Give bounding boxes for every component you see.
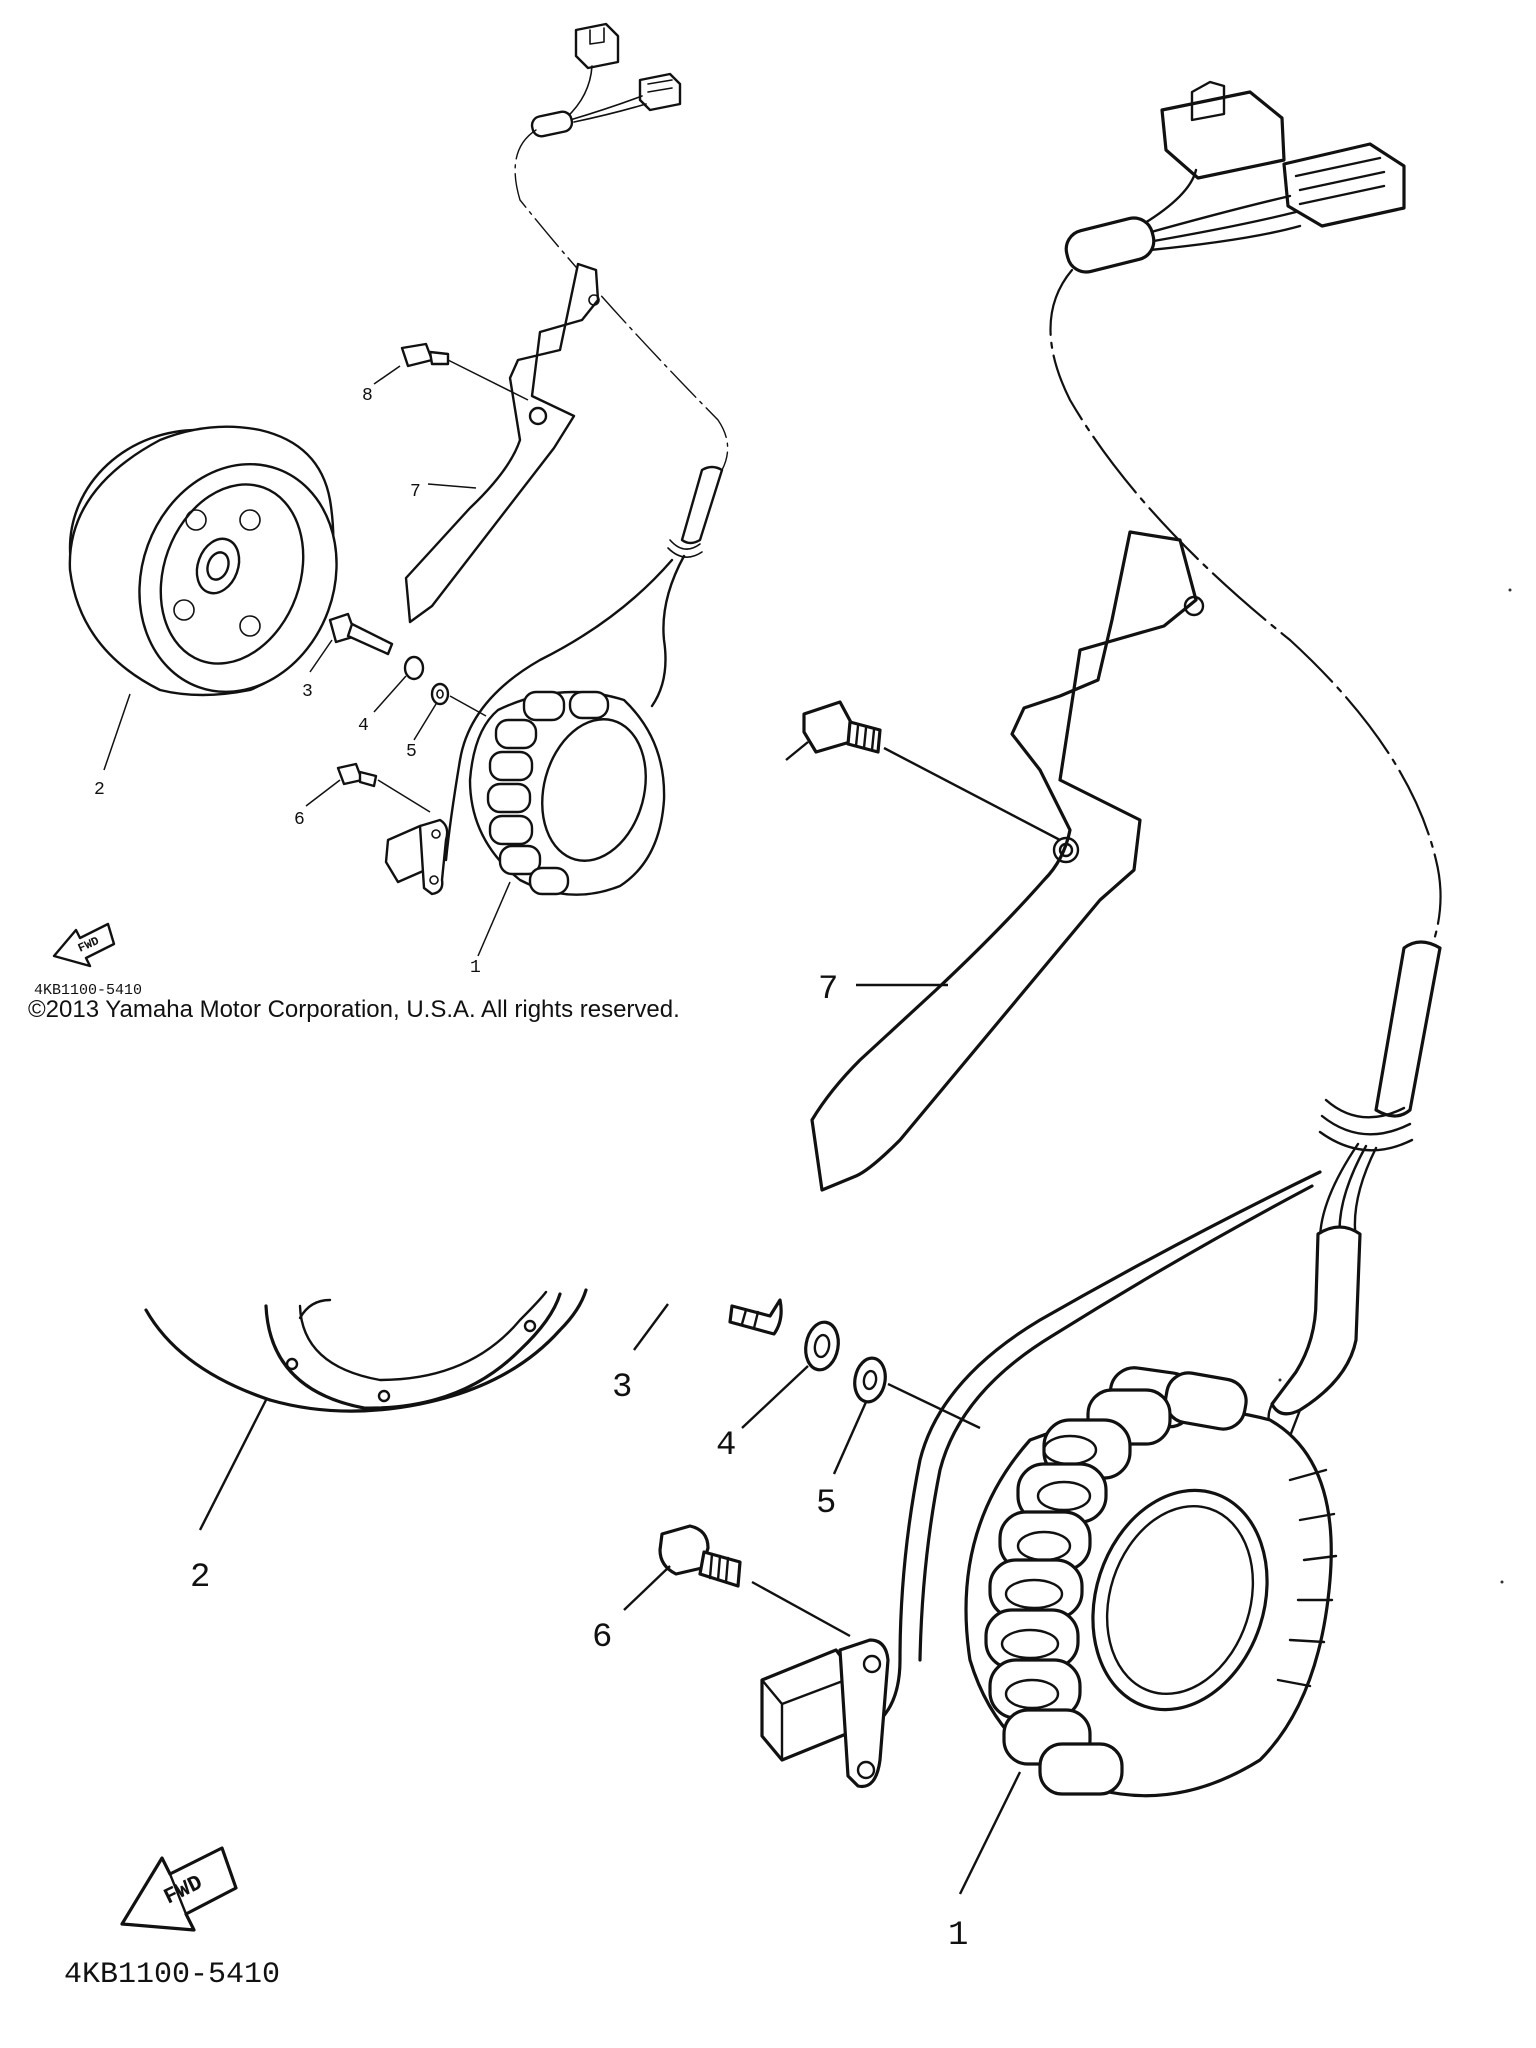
detail-bolt-8 bbox=[802, 700, 882, 754]
detail-callout-leaders bbox=[198, 983, 1022, 1895]
overview-bolt-8 bbox=[400, 342, 450, 368]
overview-callout-4: 4 bbox=[358, 716, 369, 736]
overview-rotor bbox=[68, 425, 338, 697]
detail-callout-5: 5 bbox=[816, 1485, 836, 1523]
detail-harness bbox=[1049, 268, 1442, 942]
overview-callout-7: 7 bbox=[410, 482, 421, 502]
overview-fwd-arrow-icon: FWD bbox=[52, 922, 116, 968]
overview-callout-6: 6 bbox=[294, 810, 305, 830]
detail-rotor bbox=[144, 1288, 588, 1413]
overview-callout-leaders bbox=[103, 365, 511, 957]
detail-fwd-arrow-icon: FWD bbox=[120, 1846, 238, 1932]
detail-bolt-6 bbox=[658, 1524, 742, 1588]
detail-connectors bbox=[1064, 80, 1406, 274]
detail-stator bbox=[964, 1366, 1338, 1798]
detail-callout-2: 2 bbox=[190, 1559, 210, 1597]
detail-harness-loop bbox=[878, 1170, 1322, 1722]
overview-plate bbox=[404, 262, 600, 624]
detail-callout-3: 3 bbox=[612, 1369, 632, 1407]
detail-callout-4: 4 bbox=[716, 1427, 736, 1465]
overview-callout-5: 5 bbox=[406, 742, 417, 762]
overview-washer-4 bbox=[403, 655, 425, 681]
overview-washer-5 bbox=[430, 682, 450, 706]
overview-cord-sleeve bbox=[680, 465, 724, 545]
copyright-notice: ©2013 Yamaha Motor Corporation, U.S.A. A… bbox=[28, 996, 680, 1023]
overview-diagram bbox=[68, 22, 729, 896]
detail-callouts: 7 3 4 5 2 6 1 bbox=[190, 971, 968, 1955]
detail-callout-1: 1 bbox=[948, 1917, 968, 1955]
detail-diagram-code: 4KB1100-5410 bbox=[64, 1958, 280, 1992]
detail-plate bbox=[810, 530, 1198, 1192]
overview-harness bbox=[514, 129, 729, 471]
overview-bolt-6 bbox=[336, 762, 378, 788]
overview-callout-2: 2 bbox=[94, 780, 105, 800]
detail-callout-6: 6 bbox=[592, 1619, 612, 1657]
overview-connectors bbox=[530, 22, 682, 138]
detail-pickup bbox=[760, 1638, 890, 1789]
overview-callouts: 2 3 4 5 6 7 8 1 bbox=[94, 386, 481, 978]
overview-callout-3: 3 bbox=[302, 682, 313, 702]
overview-callout-8: 8 bbox=[362, 386, 373, 406]
detail-diagram bbox=[144, 80, 1442, 1798]
detail-washer-5 bbox=[853, 1356, 887, 1404]
detail-callout-7: 7 bbox=[818, 971, 838, 1009]
overview-stator bbox=[468, 690, 666, 896]
detail-washer-4 bbox=[804, 1320, 840, 1372]
overview-diagram-code: 4KB1100-5410 bbox=[34, 982, 142, 999]
overview-bolt-3 bbox=[328, 612, 394, 656]
overview-callout-1: 1 bbox=[470, 958, 481, 978]
detail-cord-sleeve bbox=[1374, 940, 1442, 1118]
